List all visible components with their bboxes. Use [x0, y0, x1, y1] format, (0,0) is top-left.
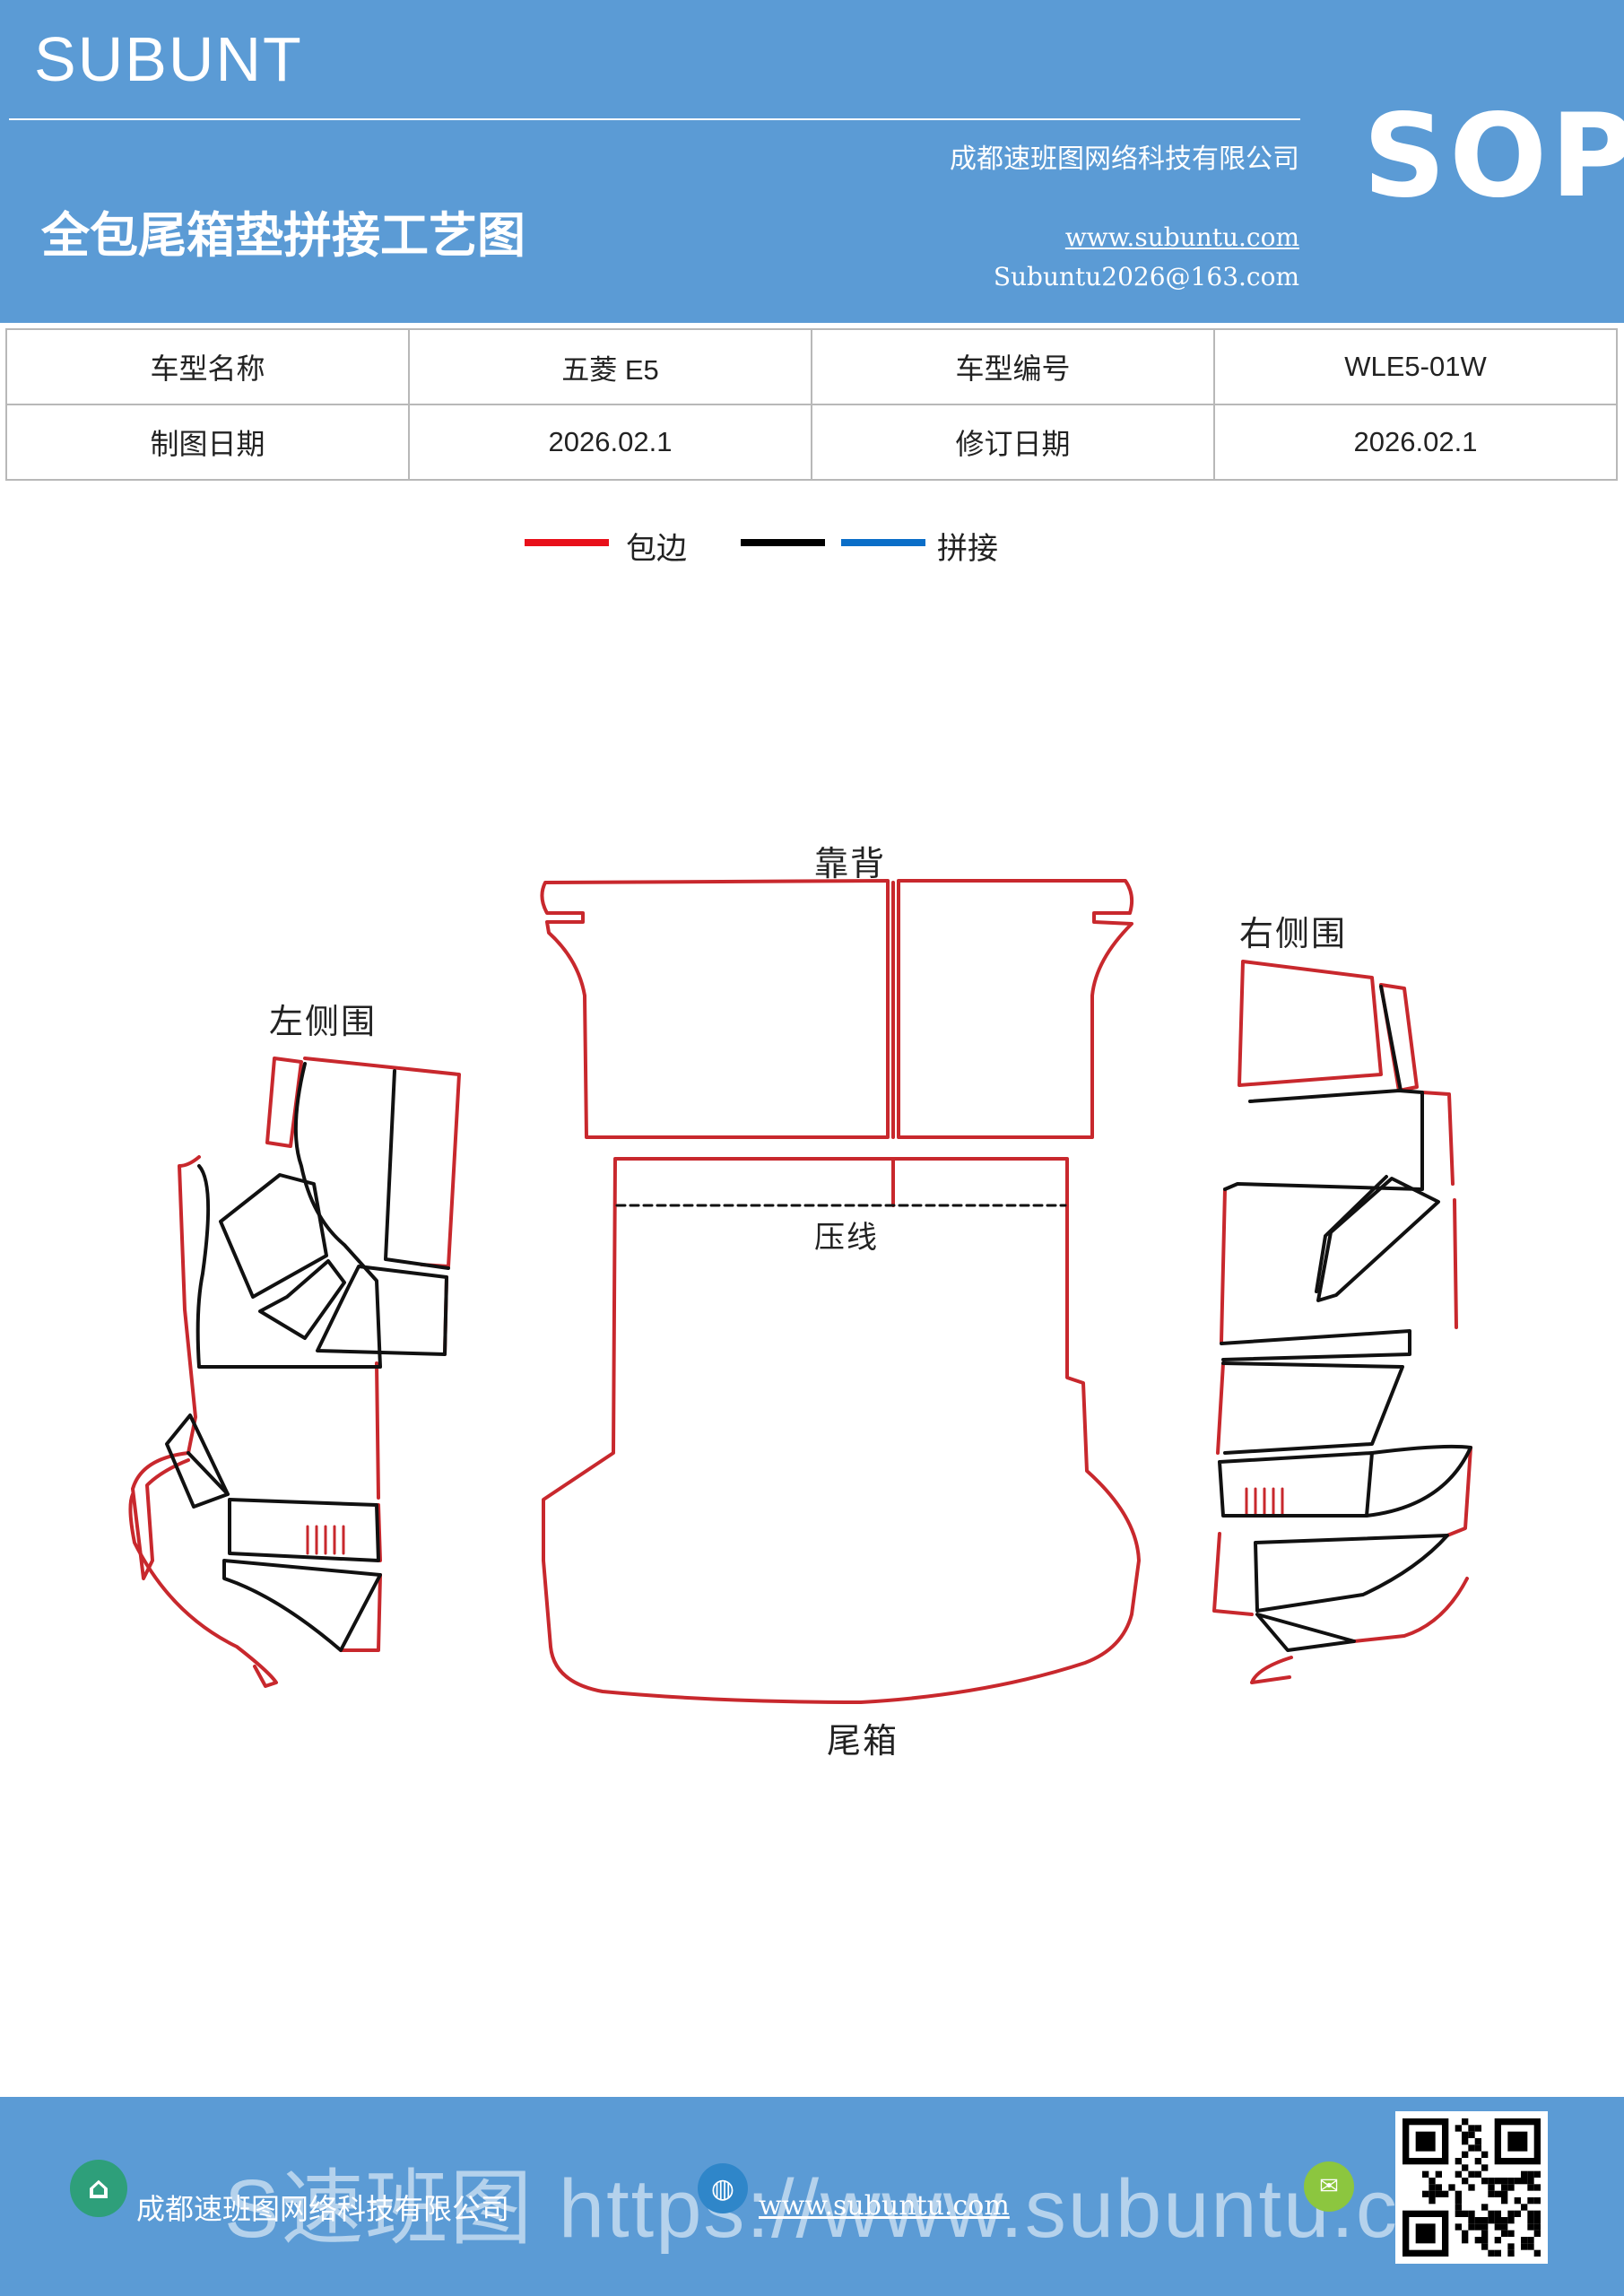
legend-label-splice: 拼接 [937, 531, 998, 567]
right-side-panel [1212, 960, 1472, 1684]
legend: 包边 拼接 [0, 524, 1624, 578]
trunk-floor-piece [542, 1157, 1141, 1704]
building-icon: ⌂ [70, 2160, 127, 2217]
revise-date-value: 2026.02.1 [1213, 404, 1618, 481]
draw-date-value: 2026.02.1 [408, 404, 812, 481]
model-code-value: WLE5-01W [1213, 328, 1618, 405]
table-row: 车型名称 五菱 E5 车型编号 WLE5-01W [5, 328, 1618, 405]
document-title: 全包尾箱垫拼接工艺图 [41, 206, 525, 264]
model-code-label: 车型编号 [811, 328, 1215, 405]
mat-diagram: 靠背 右侧围 左侧围 压线 尾箱 [0, 789, 1624, 1794]
footer-watermark: S速班图 https://www.subuntu.com [224, 2163, 1517, 2255]
revise-date-label: 修订日期 [811, 404, 1215, 481]
sop-mark: SOP [1363, 90, 1624, 223]
press-line-label: 压线 [814, 1220, 879, 1256]
draw-date-label: 制图日期 [5, 404, 410, 481]
footer-band: S速班图 https://www.subuntu.com ⌂ 成都速班图网络科技… [0, 2097, 1624, 2296]
header-band: SUBUNT SOP 成都速班图网络科技有限公司 全包尾箱垫拼接工艺图 www.… [0, 0, 1624, 323]
brand-name: SUBUNT [34, 24, 303, 94]
vehicle-info-table: 车型名称 五菱 E5 车型编号 WLE5-01W 制图日期 2026.02.1 … [5, 328, 1618, 481]
website-link[interactable]: www.subuntu.com [1064, 222, 1299, 252]
model-name-value: 五菱 E5 [408, 328, 812, 405]
legend-swatch-splice [841, 539, 925, 546]
backrest-right-piece [897, 879, 1134, 1139]
footer-website-link[interactable]: www.subuntu.com [759, 2190, 1010, 2222]
left-side-panel [128, 1057, 461, 1688]
qr-code [1395, 2111, 1548, 2264]
table-row: 制图日期 2026.02.1 修订日期 2026.02.1 [5, 404, 1618, 481]
legend-swatch-seam [741, 539, 825, 546]
legend-label-edge: 包边 [626, 531, 687, 567]
backrest-left-piece [540, 879, 890, 1139]
trunk-label: 尾箱 [827, 1721, 899, 1761]
chat-icon: ✉ [1304, 2161, 1354, 2212]
company-name: 成都速班图网络科技有限公司 [950, 144, 1299, 175]
footer-company: 成都速班图网络科技有限公司 [136, 2192, 510, 2226]
legend-swatch-edge [525, 539, 609, 546]
backrest-label: 靠背 [814, 844, 887, 883]
qr-code-image [1403, 2118, 1541, 2257]
mat-pattern-svg [128, 879, 1472, 1704]
email-address: Subuntu2026@163.com [993, 262, 1299, 291]
left-side-label: 左侧围 [269, 1002, 378, 1041]
model-name-label: 车型名称 [5, 328, 410, 405]
globe-icon: ◍ [698, 2163, 748, 2213]
right-side-label: 右侧围 [1239, 914, 1348, 953]
header-divider [9, 118, 1300, 120]
